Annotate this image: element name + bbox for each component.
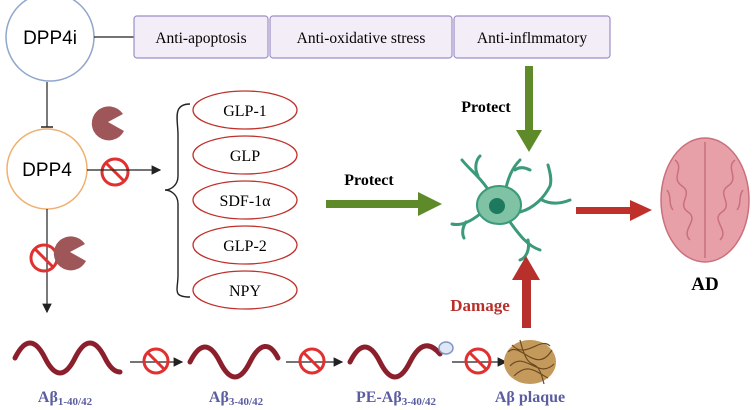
effect-box-anti-inflammatory — [453, 15, 611, 59]
neuron-nucleus — [489, 198, 505, 214]
effect-label-anti-inflammatory: Anti-inflmmatory — [477, 30, 587, 47]
substrate-label-glp-1: GLP-1 — [223, 103, 267, 120]
dpp4i-label: DPP4i — [23, 28, 77, 49]
effect-box-anti-oxidative-stress — [269, 15, 453, 59]
substrate-npy — [192, 270, 298, 310]
neuron-to-ad-arrow — [576, 200, 652, 221]
inhibit-icon-2 — [298, 347, 326, 375]
substrate-label-glp-2: GLP-2 — [223, 238, 267, 255]
protect-arrow-top — [516, 66, 542, 152]
inhibit-icon-lower — [29, 243, 59, 273]
inhibit-icon — [100, 157, 130, 187]
brain-icon — [660, 137, 750, 263]
ad-label: AD — [691, 274, 718, 295]
dpp4-label: DPP4 — [22, 160, 72, 181]
plaque-icon — [504, 339, 556, 385]
damage-arrow — [512, 256, 540, 328]
substrate-bracket — [164, 103, 191, 298]
peptide-ab3 — [187, 344, 281, 380]
effect-label-anti-oxidative-stress: Anti-oxidative stress — [297, 30, 426, 47]
peptide-ab1 — [12, 340, 123, 376]
protect-label-middle: Protect — [344, 172, 394, 189]
protect-label-top: Protect — [461, 99, 511, 116]
peptide-label-peab: PE-Aβ3-40/42 — [356, 389, 436, 408]
substrate-label-sdf-1a: SDF-1α — [219, 193, 271, 210]
substrate-label-glp: GLP — [230, 148, 260, 165]
substrate-glp-1 — [192, 90, 298, 130]
substrate-sdf-1a — [192, 180, 298, 220]
inhibit-icon-3 — [464, 347, 492, 375]
effect-box-anti-apoptosis — [133, 15, 269, 59]
peptide-label-ab1: Aβ1-40/42 — [38, 389, 93, 408]
substrate-glp-2 — [192, 225, 298, 265]
effect-label-anti-apoptosis: Anti-apoptosis — [155, 30, 246, 47]
substrate-label-npy: NPY — [229, 283, 261, 300]
peptide-label-plaque: Aβ plaque — [495, 389, 565, 406]
pyroglutamate-group — [438, 341, 454, 355]
protect-arrow-middle — [326, 192, 442, 216]
damage-label: Damage — [450, 296, 510, 315]
enzyme-icon-lower — [53, 236, 86, 271]
peptide-peab — [347, 343, 443, 380]
substrate-glp — [192, 135, 298, 175]
peptide-label-ab3: Aβ3-40/42 — [209, 389, 264, 408]
inhibit-icon-1 — [142, 347, 170, 375]
enzyme-icon — [91, 106, 124, 141]
